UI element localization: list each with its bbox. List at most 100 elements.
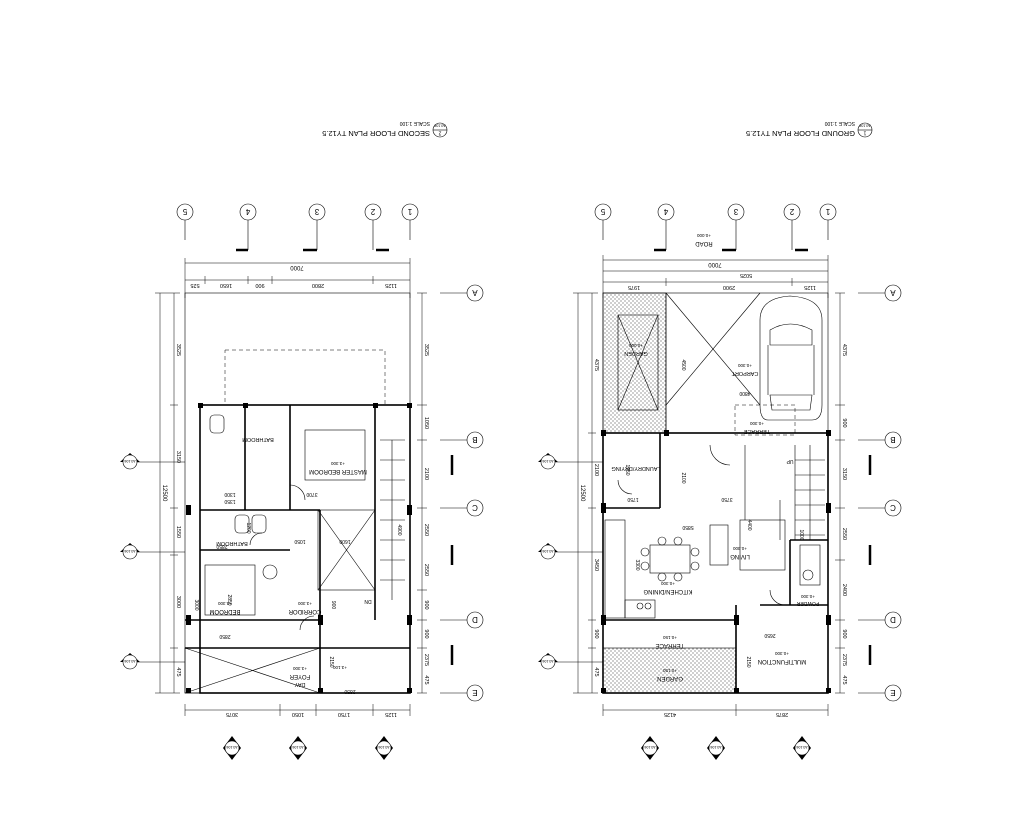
road-label: ROAD (695, 240, 713, 246)
dim-text: 900 (255, 282, 264, 288)
car-icon (759, 295, 823, 421)
dim-text: 2875 (776, 711, 788, 717)
level-tag: +0.300 (775, 651, 789, 656)
dim-text: 2550 (841, 528, 847, 540)
walls (602, 292, 829, 694)
section-marker-ref: A3.106 (124, 659, 135, 663)
ground-floor-plan: 1 A3.108 GROUND FLOOR PLAN TY12.5 SCALE … (538, 120, 902, 760)
columns (601, 430, 831, 693)
dim-text: 1125 (804, 284, 816, 290)
dim-text: 475 (423, 675, 429, 684)
grid-bubble-top: 3 (314, 207, 319, 216)
dim-text: 3000 (193, 599, 199, 610)
room-label: POWDER (796, 600, 819, 606)
grid-bubble-top: 3 (733, 207, 738, 216)
dim-text: 4500 (680, 359, 686, 370)
dim-text: 2850 (216, 543, 227, 549)
plan-title: GROUND FLOOR PLAN TY12.5 (746, 129, 855, 138)
dim-text: 475 (593, 667, 599, 676)
dim-text: 1200 (245, 522, 251, 533)
room-label: GARDEN (657, 675, 683, 681)
grid-bubble-top: 1 (825, 207, 830, 216)
level-tag: +0.150 (663, 668, 677, 673)
plan-title-block: 1 A3.108 GROUND FLOOR PLAN TY12.5 SCALE … (746, 120, 873, 138)
dim-text: 1125 (385, 711, 397, 717)
dim-text: 900 (423, 600, 429, 609)
level-tag: +0.300 (801, 594, 815, 599)
room-label: KITCHEN/DINING (643, 588, 692, 594)
section-marker-ref: A3.106 (292, 745, 303, 749)
level-tag: +3.300 (218, 601, 232, 606)
level-tag: +0.300 (738, 363, 752, 368)
dim-text: 1350 (224, 498, 235, 504)
dim-text: 900 (330, 601, 336, 610)
dim-text: 12500 (161, 485, 167, 502)
walls (184, 292, 411, 694)
grid-bubble-top: 4 (663, 207, 668, 216)
level-tag: +0.000 (697, 233, 711, 238)
grid-bubble-side: A (890, 288, 896, 297)
grid-bubble-side: D (890, 615, 896, 624)
level-tag: +0.000 (629, 343, 643, 348)
section-marker-ref: A3.106 (796, 745, 807, 749)
section-marker-ref: A3.106 (378, 745, 389, 749)
dim-text: 1125 (385, 282, 397, 288)
grid-bubble-side: C (472, 503, 478, 512)
room-label: LIVING (730, 553, 750, 559)
dim-text: 5850 (682, 524, 693, 530)
dim-text: 475 (175, 667, 181, 676)
level-tag: +0.150 (663, 635, 677, 640)
dim-text: 2150 (328, 656, 334, 667)
dim-text: 1950 (624, 464, 630, 475)
section-marker-ref: A3.106 (124, 459, 135, 463)
section-marker-ref: A3.106 (542, 659, 553, 663)
dim-text: 2850 (226, 594, 232, 605)
second-floor-plan: 2 A3.108 SECOND FLOOR PLAN TY12.5 SCALE … (120, 120, 484, 760)
section-marker-ref: A3.106 (542, 549, 553, 553)
grid-bubble-side: A (472, 288, 478, 297)
dim-text: 2900 (723, 284, 735, 290)
stair-label: DN (364, 598, 372, 604)
dim-text: 2375 (841, 654, 847, 666)
room-label: MASTER BEDROOM (309, 468, 367, 474)
dim-text: 1600 (339, 538, 350, 544)
room-label: LAUNDRY/DRYING (611, 465, 660, 471)
grid-bubble-top: 5 (182, 207, 187, 216)
dim-text: 900 (593, 629, 599, 638)
level-tag: +3.300 (293, 666, 307, 671)
section-marker-ref: A3.106 (644, 745, 655, 749)
grid-bubble-side: D (472, 615, 478, 624)
dim-text: 5025 (740, 272, 752, 278)
grid-bubble-top: 1 (407, 207, 412, 216)
dim-text: 1650 (220, 282, 232, 288)
level-tag: +3.300 (331, 461, 345, 466)
grid-bubbles-top: 5 4 3 2 1 (176, 203, 419, 252)
plan-scale: SCALE 1:100 (824, 120, 855, 126)
dim-text: 3000 (175, 596, 181, 608)
room-label: FOYER (289, 673, 310, 679)
grid-bubble-side: B (472, 435, 477, 444)
room-label: DAY (294, 681, 305, 687)
section-marker-ref: A3.106 (226, 745, 237, 749)
grid-bubble-side: E (890, 688, 895, 697)
dim-text: 1300 (224, 491, 235, 497)
dim-text: 900 (423, 629, 429, 638)
dimension-lines: 7000 5025 1975 2900 1125 4125 2875 12500… (573, 255, 847, 717)
room-label: CORRIDOR (288, 608, 321, 614)
dim-text: 4900 (396, 524, 402, 535)
dim-text: 2850 (344, 688, 355, 694)
room-label: BATHROOM (216, 540, 248, 546)
dim-text: 2150 (745, 656, 751, 667)
dim-text: 2550 (423, 564, 429, 576)
dim-text: 475 (841, 675, 847, 684)
dim-text: 1050 (423, 417, 429, 429)
dim-text: 4800 (739, 390, 750, 396)
dim-text: 2375 (423, 654, 429, 666)
dim-text: 2400 (841, 584, 847, 596)
grid-bubble-side: B (890, 435, 895, 444)
dim-text: 2550 (423, 524, 429, 536)
section-markers: A3.106 A3.106 A3.106 A3.106 A3.106 A3.10… (120, 453, 393, 760)
dim-text: 1750 (627, 496, 638, 502)
dim-text: 7000 (290, 264, 304, 270)
